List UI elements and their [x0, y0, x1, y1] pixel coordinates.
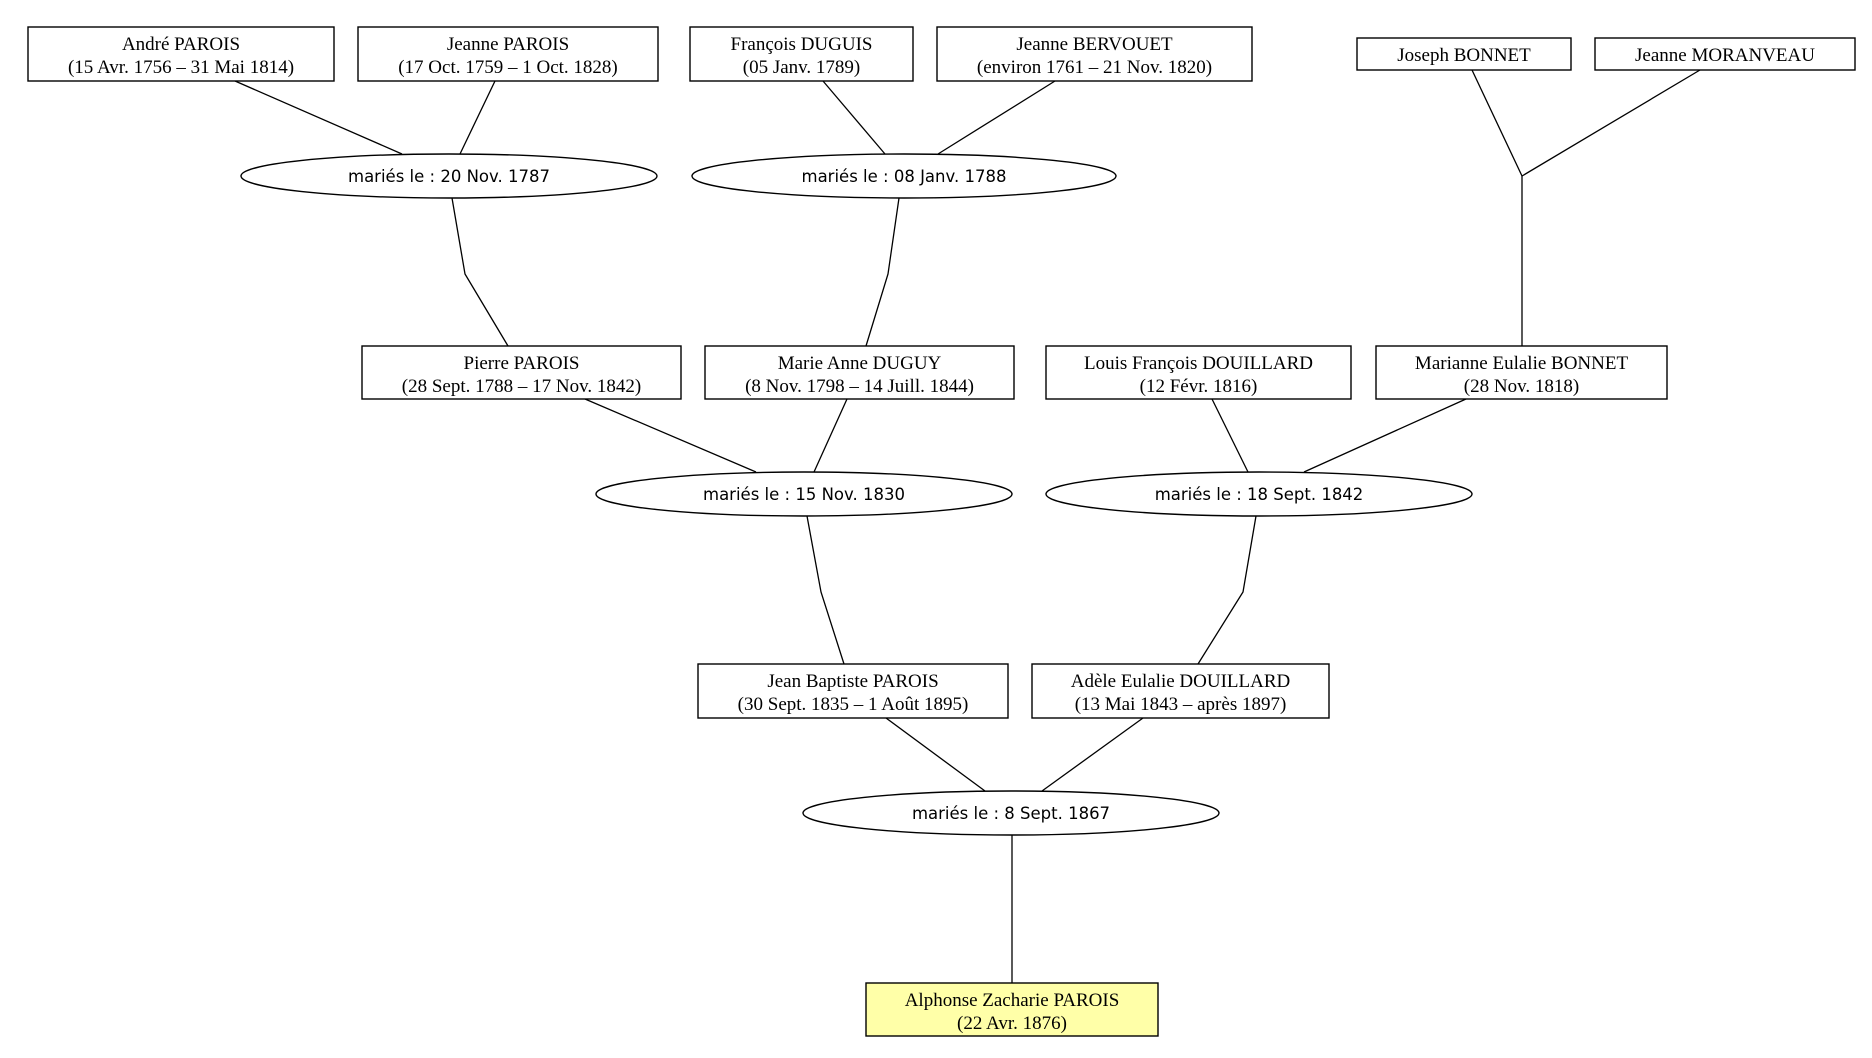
person-box[interactable]: [689, 26, 914, 82]
person-dates: (13 Mai 1843 – après 1897): [1075, 694, 1287, 715]
union-label: mariés le : 8 Sept. 1867: [912, 804, 1110, 823]
person-box[interactable]: [704, 345, 1015, 400]
connector-line: [806, 515, 845, 665]
person-node-jeanne-parois[interactable]: Jeanne PAROIS(17 Oct. 1759 – 1 Oct. 1828…: [357, 26, 659, 82]
union-label: mariés le : 18 Sept. 1842: [1155, 485, 1364, 504]
connector-line: [885, 717, 986, 792]
connector-line: [1211, 398, 1249, 473]
connector-line: [1041, 717, 1144, 792]
person-name: François DUGUIS: [731, 34, 873, 55]
person-box[interactable]: [27, 26, 335, 82]
person-dates: (8 Nov. 1798 – 14 Juill. 1844): [745, 376, 974, 397]
union-node-u1788[interactable]: mariés le : 08 Janv. 1788: [691, 153, 1117, 199]
person-name: Adèle Eulalie DOUILLARD: [1071, 671, 1291, 692]
person-dates: (05 Janv. 1789): [743, 57, 861, 78]
person-name: Jean Baptiste PAROIS: [767, 671, 938, 692]
person-box[interactable]: [1356, 37, 1572, 71]
person-box[interactable]: [361, 345, 682, 400]
union-node-u1787[interactable]: mariés le : 20 Nov. 1787: [240, 153, 658, 199]
person-dates: (environ 1761 – 21 Nov. 1820): [977, 57, 1212, 78]
unions-layer: mariés le : 20 Nov. 1787 mariés le : 08 J…: [240, 153, 1473, 836]
person-box[interactable]: [936, 26, 1253, 82]
person-node-jeanne-bervouet[interactable]: Jeanne BERVOUET(environ 1761 – 21 Nov. 1…: [936, 26, 1253, 82]
person-node-andre-parois[interactable]: André PAROIS(15 Avr. 1756 – 31 Mai 1814): [27, 26, 335, 82]
connector-line: [1303, 398, 1467, 473]
person-box[interactable]: [697, 663, 1009, 719]
person-box[interactable]: [1375, 345, 1668, 400]
person-box[interactable]: [1594, 37, 1856, 71]
connector-line: [584, 398, 757, 473]
person-name: Jeanne MORANVEAU: [1635, 45, 1815, 66]
person-dates: (17 Oct. 1759 – 1 Oct. 1828): [398, 57, 618, 78]
person-name: Jeanne BERVOUET: [1016, 34, 1173, 55]
person-box[interactable]: [1045, 345, 1352, 400]
person-box[interactable]: [865, 982, 1159, 1037]
person-node-joseph-bonnet[interactable]: Joseph BONNET: [1356, 37, 1572, 71]
union-node-u1842[interactable]: mariés le : 18 Sept. 1842: [1045, 471, 1473, 517]
edges-layer: [234, 69, 1701, 983]
person-name: Marianne Eulalie BONNET: [1415, 353, 1629, 374]
person-name: Jeanne PAROIS: [447, 34, 569, 55]
person-node-francois-duguis[interactable]: François DUGUIS(05 Janv. 1789): [689, 26, 914, 82]
person-node-jeanne-moranveau[interactable]: Jeanne MORANVEAU: [1594, 37, 1856, 71]
connector-line: [451, 197, 509, 347]
connector-line: [937, 80, 1056, 155]
connector-line: [459, 80, 496, 155]
person-box[interactable]: [357, 26, 659, 82]
connector-line: [1197, 515, 1257, 665]
person-box[interactable]: [1031, 663, 1330, 719]
person-name: Joseph BONNET: [1397, 45, 1531, 66]
union-ellipse[interactable]: [691, 153, 1117, 199]
person-node-marie-anne-duguy[interactable]: Marie Anne DUGUY(8 Nov. 1798 – 14 Juill.…: [704, 345, 1015, 400]
union-label: mariés le : 15 Nov. 1830: [703, 485, 905, 504]
person-dates: (15 Avr. 1756 – 31 Mai 1814): [68, 57, 294, 78]
union-ellipse[interactable]: [595, 471, 1013, 517]
person-node-jean-baptiste-parois[interactable]: Jean Baptiste PAROIS(30 Sept. 1835 – 1 A…: [697, 663, 1009, 719]
union-ellipse[interactable]: [802, 790, 1220, 836]
union-node-u1867[interactable]: mariés le : 8 Sept. 1867: [802, 790, 1220, 836]
person-node-pierre-parois[interactable]: Pierre PAROIS(28 Sept. 1788 – 17 Nov. 18…: [361, 345, 682, 400]
connector-line: [813, 398, 848, 473]
person-dates: (28 Sept. 1788 – 17 Nov. 1842): [402, 376, 641, 397]
person-node-adele-eulalie-douillard[interactable]: Adèle Eulalie DOUILLARD(13 Mai 1843 – ap…: [1031, 663, 1330, 719]
person-name: André PAROIS: [122, 34, 240, 55]
connector-line: [822, 80, 886, 155]
union-label: mariés le : 20 Nov. 1787: [348, 167, 550, 186]
person-node-louis-francois-douillard[interactable]: Louis François DOUILLARD(12 Févr. 1816): [1045, 345, 1352, 400]
person-name: Pierre PAROIS: [464, 353, 580, 374]
person-dates: (22 Avr. 1876): [957, 1013, 1067, 1034]
connector-line: [234, 80, 403, 155]
union-ellipse[interactable]: [1045, 471, 1473, 517]
connector-line: [1521, 69, 1701, 177]
union-node-u1830[interactable]: mariés le : 15 Nov. 1830: [595, 471, 1013, 517]
person-name: Marie Anne DUGUY: [778, 353, 942, 374]
person-dates: (12 Févr. 1816): [1140, 376, 1258, 397]
person-dates: (28 Nov. 1818): [1464, 376, 1579, 397]
person-name: Louis François DOUILLARD: [1084, 353, 1313, 374]
person-node-alphonse-zacharie-parois[interactable]: Alphonse Zacharie PAROIS(22 Avr. 1876): [865, 982, 1159, 1037]
connector-line: [865, 197, 900, 347]
connector-line: [1471, 69, 1523, 177]
union-label: mariés le : 08 Janv. 1788: [802, 167, 1007, 186]
person-node-marianne-eulalie-bonnet[interactable]: Marianne Eulalie BONNET(28 Nov. 1818): [1375, 345, 1668, 400]
person-name: Alphonse Zacharie PAROIS: [905, 990, 1120, 1011]
union-ellipse[interactable]: [240, 153, 658, 199]
persons-layer: André PAROIS(15 Avr. 1756 – 31 Mai 1814)…: [27, 26, 1856, 1037]
person-dates: (30 Sept. 1835 – 1 Août 1895): [738, 694, 969, 715]
